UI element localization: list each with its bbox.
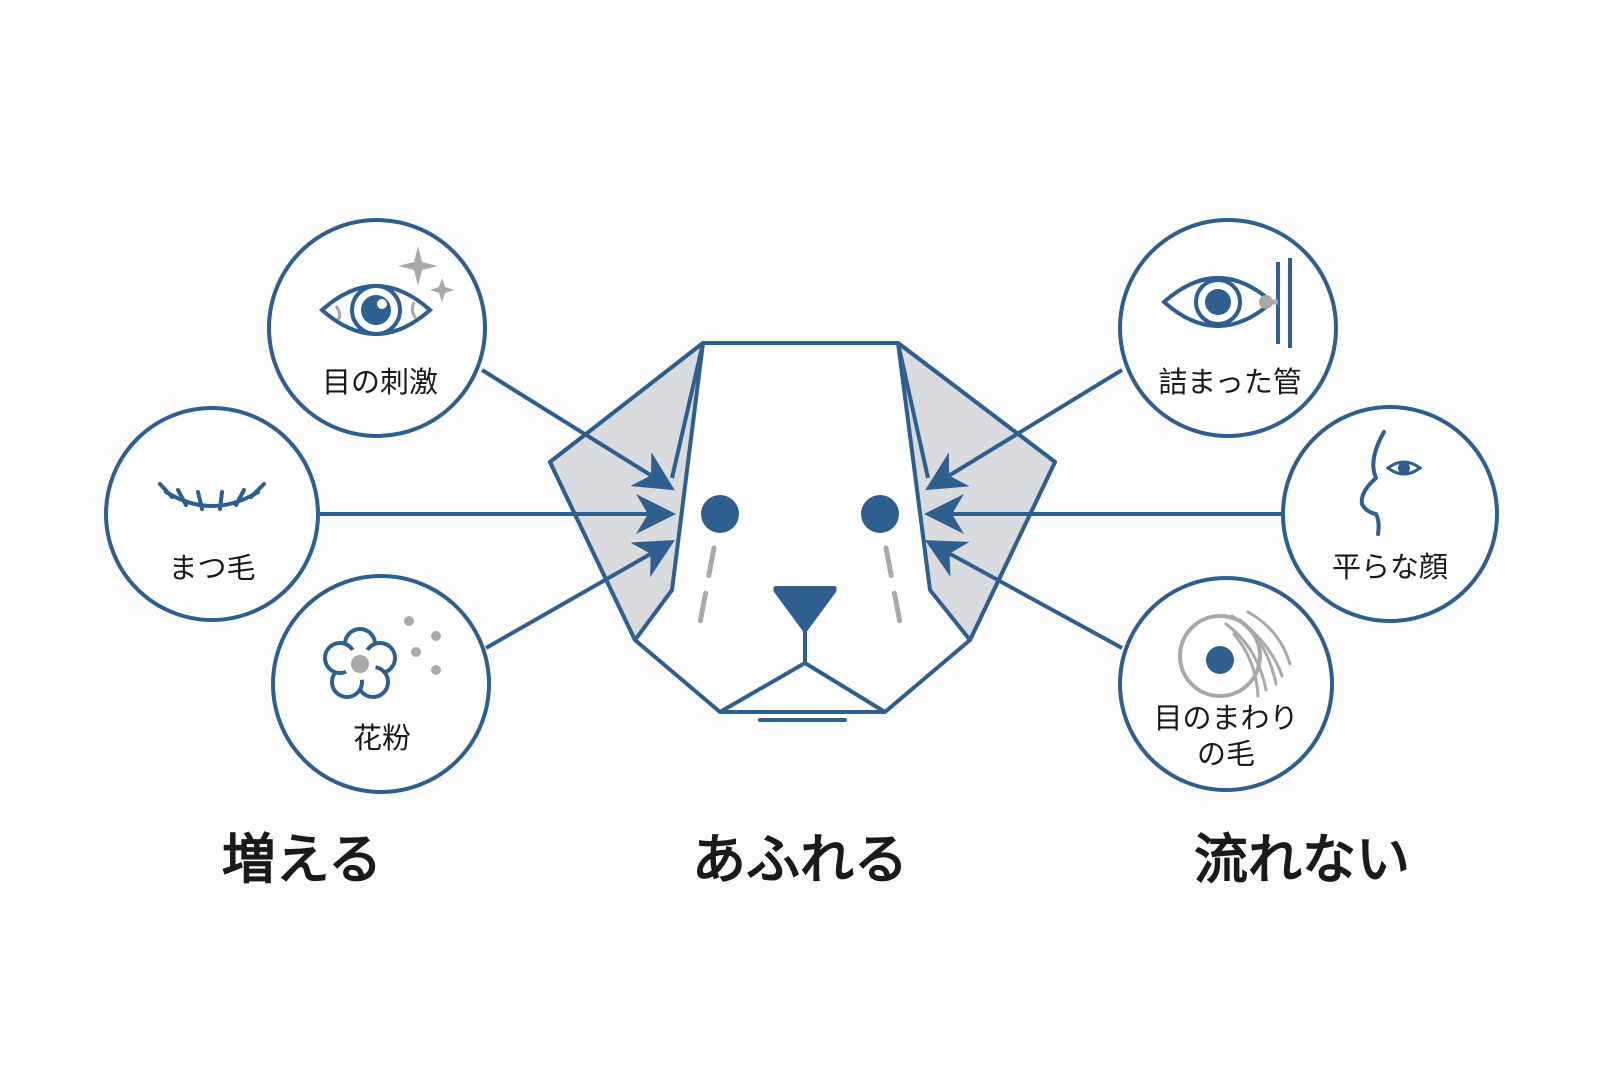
cause-circle-flat-face: 平らな顔 xyxy=(1281,405,1499,623)
arrow-blocked-duct xyxy=(925,368,1124,491)
arrow-eye-irritation xyxy=(480,368,675,491)
dog-left-tear-line xyxy=(696,545,717,631)
bottom-label-overflow: あふれる xyxy=(692,828,908,891)
dog-left-ear-inner-line xyxy=(670,342,705,479)
flat-face-profile-icon xyxy=(1359,430,1423,536)
label-hair-around-eye-line2: の毛 xyxy=(1197,737,1255,771)
dog-right-tear-line xyxy=(883,545,904,631)
label-eyelash: まつ毛 xyxy=(168,551,255,585)
bottom-label-increase: 増える xyxy=(222,828,382,891)
arrow-hair-around-eye xyxy=(924,540,1123,650)
cause-circle-eyelash: まつ毛 xyxy=(104,406,320,622)
eyelash-icon xyxy=(158,482,266,511)
dog-right-ear-inner-line xyxy=(896,342,930,479)
cause-circle-eye-irritation: 目の刺激 xyxy=(267,218,487,438)
irritated-eye-icon xyxy=(318,246,454,336)
cause-circle-hair-around-eye: 目のまわり の毛 xyxy=(1118,576,1334,792)
dog-mouth xyxy=(719,661,887,714)
dog-right-eye xyxy=(861,495,899,533)
label-pollen: 花粉 xyxy=(353,721,411,755)
connector-arrows xyxy=(320,368,1282,650)
label-hair-around-eye-line1: 目のまわり xyxy=(1153,701,1298,735)
hair-around-eye-icon xyxy=(1178,610,1292,698)
dog-nose xyxy=(773,586,837,633)
blocked-duct-eye-icon xyxy=(1160,258,1292,348)
cause-circle-pollen: 花粉 xyxy=(271,574,491,794)
label-eye-irritation: 目の刺激 xyxy=(322,365,438,399)
dog-left-eye xyxy=(701,495,739,533)
arrow-pollen xyxy=(485,540,675,650)
cause-circle-blocked-duct: 詰まった管 xyxy=(1118,218,1338,438)
dog-face-tears-icon xyxy=(548,341,1057,722)
label-flat-face: 平らな顔 xyxy=(1332,550,1448,584)
pollen-flower-icon xyxy=(323,616,441,699)
label-blocked-duct: 詰まった管 xyxy=(1158,365,1302,399)
bottom-label-no-drain: 流れない xyxy=(1194,828,1410,891)
